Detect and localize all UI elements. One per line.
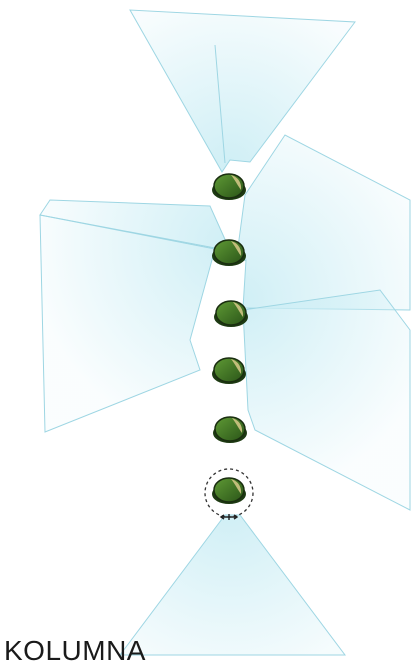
sector-right-lower <box>243 290 410 510</box>
formation-caption: KOLUMNA <box>4 636 146 666</box>
helmet-icon <box>212 240 246 266</box>
compass-rose-icon <box>221 514 237 520</box>
helmet-icon <box>212 358 246 384</box>
observation-sectors <box>40 10 410 655</box>
helmet-icon <box>213 417 247 443</box>
helmet-icon <box>212 478 246 504</box>
helmet-icon <box>212 174 246 200</box>
sector-left-lower <box>40 215 215 432</box>
sector-right-upper <box>236 135 410 310</box>
helmet-icon <box>214 301 248 327</box>
sector-front <box>130 10 355 172</box>
sector-rear <box>120 515 345 655</box>
leader-group <box>205 469 253 520</box>
